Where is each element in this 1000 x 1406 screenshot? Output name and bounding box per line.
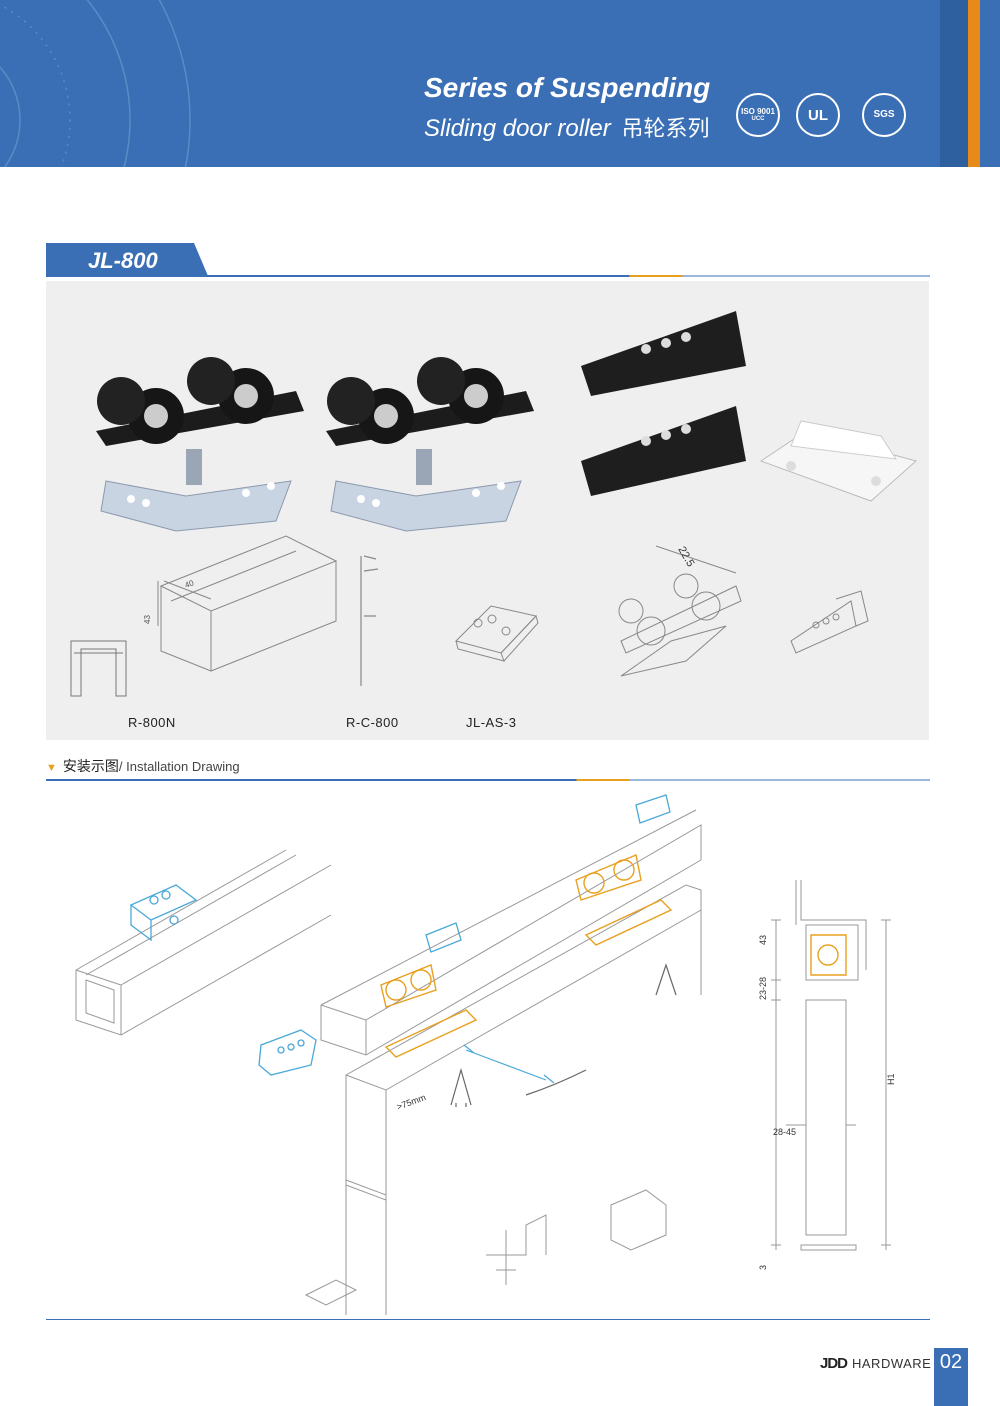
header-stripe-orange: [968, 0, 980, 167]
footer-rule: [46, 1319, 930, 1320]
plate-highlight-1: [384, 1009, 478, 1058]
rail-width-dim: 40: [184, 578, 196, 590]
installation-title-cn: 安装示图: [62, 758, 119, 774]
installation-heading: ▼ 安装示图/ Installation Drawing: [46, 756, 240, 776]
page-number-bar: [934, 1376, 968, 1406]
model-rule: [46, 275, 930, 277]
header-subtitle-en: Sliding door roller: [424, 115, 611, 142]
track-assembly-drawing: [320, 809, 702, 1315]
header-subtitle: Sliding door roller 吊轮系列: [424, 111, 709, 143]
product-panel: 43 40 22.5 R-800N R-C-800 JL-AS-3: [46, 281, 929, 740]
rail-profile-drawing: [70, 640, 127, 697]
stopper-line-drawing: [790, 590, 869, 654]
stopper-highlight: [258, 1029, 317, 1076]
plate-highlight-2: [584, 899, 673, 946]
stopper-1: [581, 311, 746, 396]
roller-carriage-2: [326, 357, 534, 532]
section-dim-top: 43: [758, 935, 768, 945]
cover-label: R-C-800: [346, 715, 399, 730]
bracket-drawing: [455, 605, 539, 662]
ul-badge-text: UL: [808, 106, 828, 124]
rail-dimension-labels: 43 40: [143, 578, 196, 624]
section-dim-gap: 23-28: [758, 977, 768, 1000]
wrench-icon: [463, 1044, 555, 1084]
page-header: Series of Suspending Sliding door roller…: [0, 0, 1000, 167]
header-title: Series of Suspending: [424, 72, 711, 103]
section-drawing: [771, 880, 891, 1251]
stopper-2: [581, 406, 746, 496]
installation-drawing: >75mm 43 23-28 H1 28-45 3: [75, 794, 896, 1315]
brand-logo: JDD: [820, 1355, 848, 1372]
cover-profile-drawing: [360, 555, 379, 686]
roller-width-dim: 22.5: [675, 545, 696, 570]
floor-guide-drawings: [304, 1189, 667, 1306]
ul-badge-icon: UL: [796, 93, 840, 137]
sgs-badge-text: SGS: [873, 109, 895, 120]
roller-line-drawing: 22.5: [618, 545, 742, 677]
decorative-circles: [0, 0, 191, 167]
header-subtitle-cn: 吊轮系列: [621, 116, 710, 141]
sgs-badge-icon: SGS: [862, 93, 906, 137]
page-number: 02: [934, 1348, 968, 1376]
arrows: [450, 963, 677, 1107]
iso-badge-text: ISO 9001: [741, 107, 775, 116]
installation-title-en: / Installation Drawing: [118, 759, 240, 774]
iso-9001-badge-icon: ISO 9001 UCC: [736, 93, 780, 137]
roller-carriage-1: [96, 357, 304, 532]
section-dim-thickness: 28-45: [773, 1127, 796, 1137]
bracket-highlight-1: [129, 884, 198, 942]
floor-guide: [759, 420, 918, 502]
section-dim-height: H1: [886, 1073, 896, 1085]
section-dim-bottom: 3: [758, 1265, 768, 1270]
section-roller-highlight: [810, 934, 847, 976]
bracket-label: JL-AS-3: [466, 715, 517, 730]
rail-height-dim: 43: [143, 615, 152, 624]
installation-rule: [46, 779, 930, 781]
iso-badge-sub: UCC: [751, 116, 765, 122]
clearance-note: >75mm: [395, 1092, 427, 1112]
rail-label: R-800N: [128, 715, 176, 730]
rail-3d-drawing: [157, 535, 338, 672]
bracket-highlight-2: [425, 794, 671, 953]
rail-detail-drawing: [75, 849, 332, 1036]
header-stripe-blue: [940, 0, 968, 167]
model-tab: JL-800: [46, 243, 208, 276]
model-name: JL-800: [88, 248, 158, 273]
brand-text: HARDWARE: [852, 1356, 932, 1371]
product-illustrations: 43 40 22.5: [70, 311, 918, 697]
roller-highlight-2: [575, 854, 642, 901]
triangle-down-icon: ▼: [46, 762, 57, 774]
roller-highlight-1: [380, 964, 437, 1008]
